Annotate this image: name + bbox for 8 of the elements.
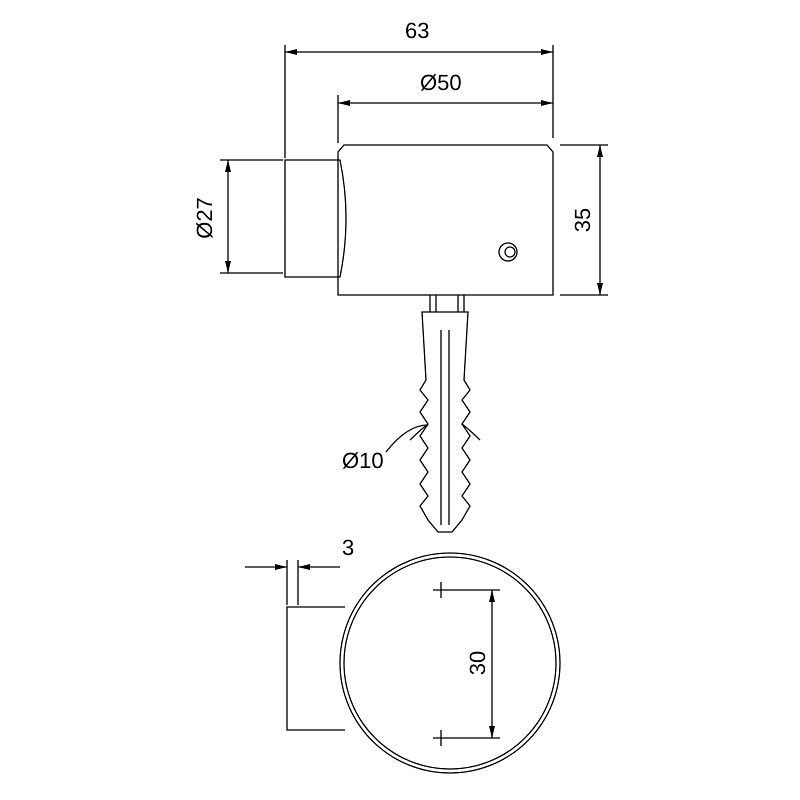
dimension-label: Ø50 (420, 72, 462, 94)
dimension-label: 35 (572, 208, 594, 232)
dimension-label: Ø10 (342, 450, 384, 472)
dimension-label: Ø27 (194, 197, 216, 239)
dimension-label: 30 (467, 650, 490, 676)
dimension-label: 3 (342, 537, 354, 559)
dimension-label: 63 (405, 20, 430, 42)
wall-plug-drawing (409, 294, 481, 533)
